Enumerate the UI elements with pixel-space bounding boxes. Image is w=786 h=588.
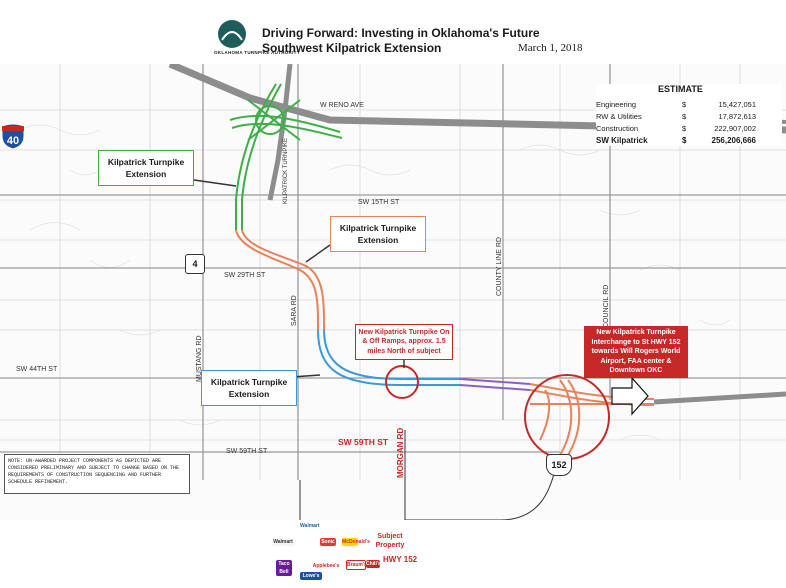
kilpatrick-existing [267,64,293,201]
road-label-sw59: SW 59TH ST [226,448,268,455]
estimate-row-currency: $ [682,99,687,109]
estimate-row-label: Engineering [596,99,637,109]
ramps-circle [385,365,419,399]
hwy152-label: HWY 152 [383,555,418,564]
callout-ramps: New Kilpatrick Turnpike On & Off Ramps, … [355,324,453,360]
estimate-row-amount: 222,907,002 [714,123,756,133]
estimate-total-row: SW Kilpatrick $ 256,206,666 [596,134,782,146]
arrow-icon [611,376,649,416]
estimate-table: ESTIMATE Engineering $ 15,427,051 RW & U… [596,84,782,146]
road-label-morgan: MORGAN RD [396,427,405,478]
estimate-row-amount: 17,872,613 [718,111,756,121]
turnpike-logo-icon [218,20,246,48]
business-logo: Applebee's [312,562,340,570]
business-logo: Lowe's [300,572,322,580]
estimate-title: ESTIMATE [658,84,703,94]
business-logo: McDonald's [342,538,370,546]
road-label-council: COUNCIL RD [603,284,610,328]
estimate-row-label: Construction [596,123,639,133]
hwy152-shield-icon: 152 [546,454,572,476]
business-logo: Chili's [366,560,381,568]
i40-shield-icon: 40 [1,123,25,150]
callout-blue-segment: Kilpatrick Turnpike Extension [201,370,297,406]
orange-segment [235,229,325,331]
estimate-row-currency: $ [682,111,687,121]
i40-number: 40 [7,135,19,147]
estimate-row-currency: $ [682,123,687,133]
callout-orange-segment: Kilpatrick Turnpike Extension [330,216,426,252]
estimate-row: RW & Utilities $ 17,872,613 [596,110,782,122]
subject-lines [299,430,556,521]
road-label-sw44: SW 44TH ST [16,366,58,373]
business-logo: Walmart [272,538,294,546]
road-label-sw29: SW 29TH ST [224,272,266,279]
blue-segment [317,329,460,386]
disclaimer-note: NOTE: UN-AWARDED PROJECT COMPONENTS AS D… [4,454,190,494]
callout-green-segment: Kilpatrick Turnpike Extension [98,150,194,186]
estimate-row: Construction $ 222,907,002 [596,122,782,134]
estimate-row-label: RW & Utilities [596,111,642,121]
road-label-county-line: COUNTY LINE RD [496,237,503,296]
road-label-sara: SARA RD [291,295,298,326]
road-label-kilpatrick: KILPATRICK TURNPIKE [283,137,289,204]
green-segment [229,83,343,230]
interchange-circle [524,374,610,460]
estimate-row: Engineering $ 15,427,051 [596,98,782,110]
i40-highway [168,64,786,134]
estimate-total-amount: 256,206,666 [711,135,757,145]
business-logo: Taco Bell [276,560,292,576]
purple-segment [459,378,531,391]
subject-property-label: Subject Property [375,533,405,549]
hwy4-shield-icon: 4 [185,254,205,274]
logo-text: OKLAHOMA TURNPIKE AUTHORITY [214,50,301,55]
callout-interchange: New Kilpatrick Turnpike Interchange to S… [584,326,688,378]
road-label-sw59-red: SW 59TH ST [338,437,389,447]
header: OKLAHOMA TURNPIKE AUTHORITY Driving Forw… [0,0,786,64]
business-logo: Sonic [320,538,336,546]
business-area: Walmart Walmart Sonic McDonald's Applebe… [0,520,786,588]
page-title: Driving Forward: Investing in Oklahoma's… [262,26,540,40]
road-label-sw15: SW 15TH ST [358,199,400,206]
estimate-total-label: SW Kilpatrick [596,135,648,145]
business-logo: Braum's [346,560,367,570]
estimate-total-currency: $ [682,135,687,145]
date: March 1, 2018 [518,42,583,54]
page-subtitle: Southwest Kilpatrick Extension [262,41,442,55]
business-logo: Walmart [300,522,320,530]
road-label-w-reno: W RENO AVE [320,102,364,109]
hwy152-road [653,391,786,405]
estimate-row-amount: 15,427,051 [718,99,756,109]
